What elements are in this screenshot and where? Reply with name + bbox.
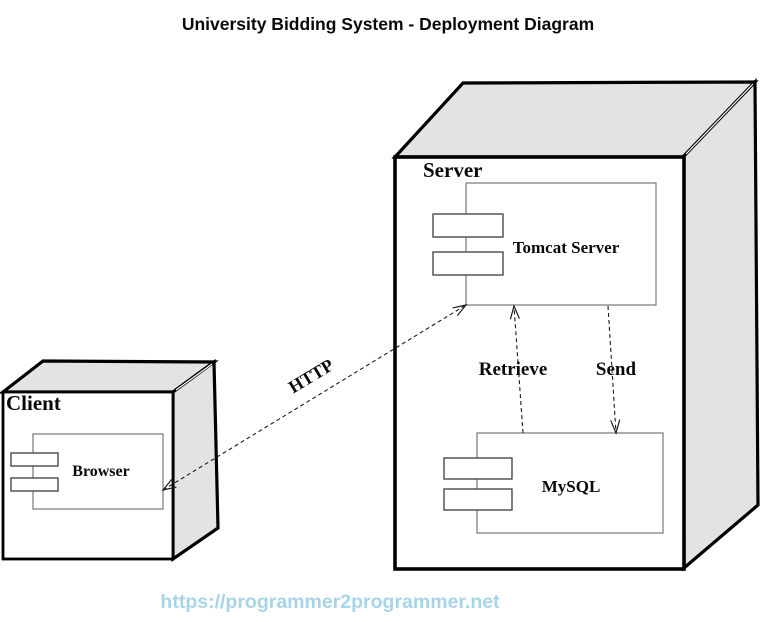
http-connection-label: HTTP: [285, 355, 337, 397]
retrieve-connection-label: Retrieve: [479, 359, 548, 380]
page-title: University Bidding System - Deployment D…: [182, 14, 594, 34]
server-node: Server Tomcat Server MySQL: [391, 78, 760, 572]
mysql-component-body: [476, 432, 664, 534]
server-node-label: Server: [423, 158, 482, 182]
http-arrowhead-server-end: [452, 304, 468, 316]
client-node: Client Browser: [0, 358, 220, 563]
server-node-edge-highlight: [685, 83, 754, 155]
server-node-side-face: [681, 78, 760, 572]
client-node-edge-highlight: [175, 363, 213, 391]
mysql-component-tab-top: [443, 457, 513, 480]
tomcat-component-label: Tomcat Server: [513, 238, 620, 257]
tomcat-component-tab-top: [432, 213, 504, 238]
retrieve-connection-line: [513, 305, 524, 434]
send-connection-line: [607, 305, 617, 434]
send-connection-label: Send: [596, 359, 637, 380]
browser-component-label: Browser: [72, 463, 129, 480]
retrieve-connection: Retrieve: [479, 304, 548, 434]
browser-component-tab-bottom: [10, 477, 59, 492]
retrieve-arrowhead: [509, 304, 520, 320]
send-connection: Send: [596, 305, 637, 435]
tomcat-component-tab-bottom: [432, 251, 504, 276]
client-node-label: Client: [6, 391, 61, 415]
browser-component: Browser: [10, 433, 164, 510]
http-arrowhead-client-end: [161, 479, 177, 491]
tomcat-component: Tomcat Server: [432, 182, 657, 306]
tomcat-component-body: [465, 182, 657, 306]
mysql-component-label: MySQL: [542, 477, 601, 496]
http-connection-line: [162, 304, 467, 491]
mysql-component-tab-bottom: [443, 488, 513, 511]
browser-component-body: [32, 433, 164, 510]
browser-component-tab-top: [10, 452, 59, 467]
footer-url: https://programmer2programmer.net: [160, 591, 500, 613]
mysql-component: MySQL: [443, 432, 664, 534]
send-arrowhead: [610, 419, 621, 435]
